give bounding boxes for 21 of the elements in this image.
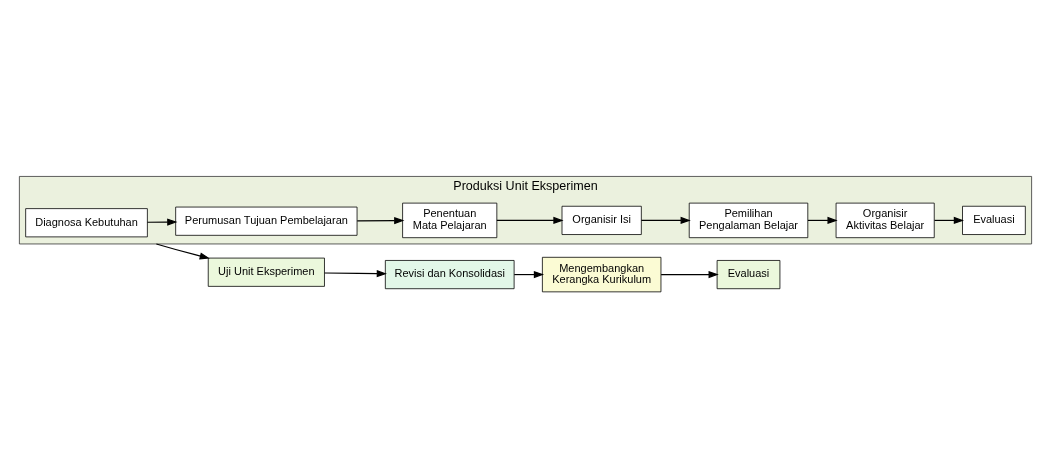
node-box: Evaluasi [716,260,781,290]
node-box: Perumusan Tujuan Pembelajaran [175,206,358,236]
arrow [807,216,838,224]
arrow [513,271,545,279]
node-box: Evaluasi [962,205,1026,235]
node-box: Pemilihan Pengalaman Belajar [688,202,809,239]
arrow [146,218,178,226]
node-box: Diagnosa Kebutuhan [25,208,148,238]
node-box: Organisir Isi [561,205,642,235]
arrow [324,270,387,278]
arrow [640,216,691,224]
arrow [356,217,405,225]
node-box: Penentuan Mata Pelajaran [402,202,498,239]
arrow [155,243,210,260]
node-box: Mengembangkan Kerangka Kurikulum [542,256,662,293]
node-box: Revisi dan Konsolidasi [384,260,515,290]
node-box: Organisir Aktivitas Belajar [835,202,935,239]
arrow [933,216,964,224]
arrow [496,216,564,224]
arrow [660,271,719,279]
node-box: Uji Unit Eksperimen [207,257,325,287]
